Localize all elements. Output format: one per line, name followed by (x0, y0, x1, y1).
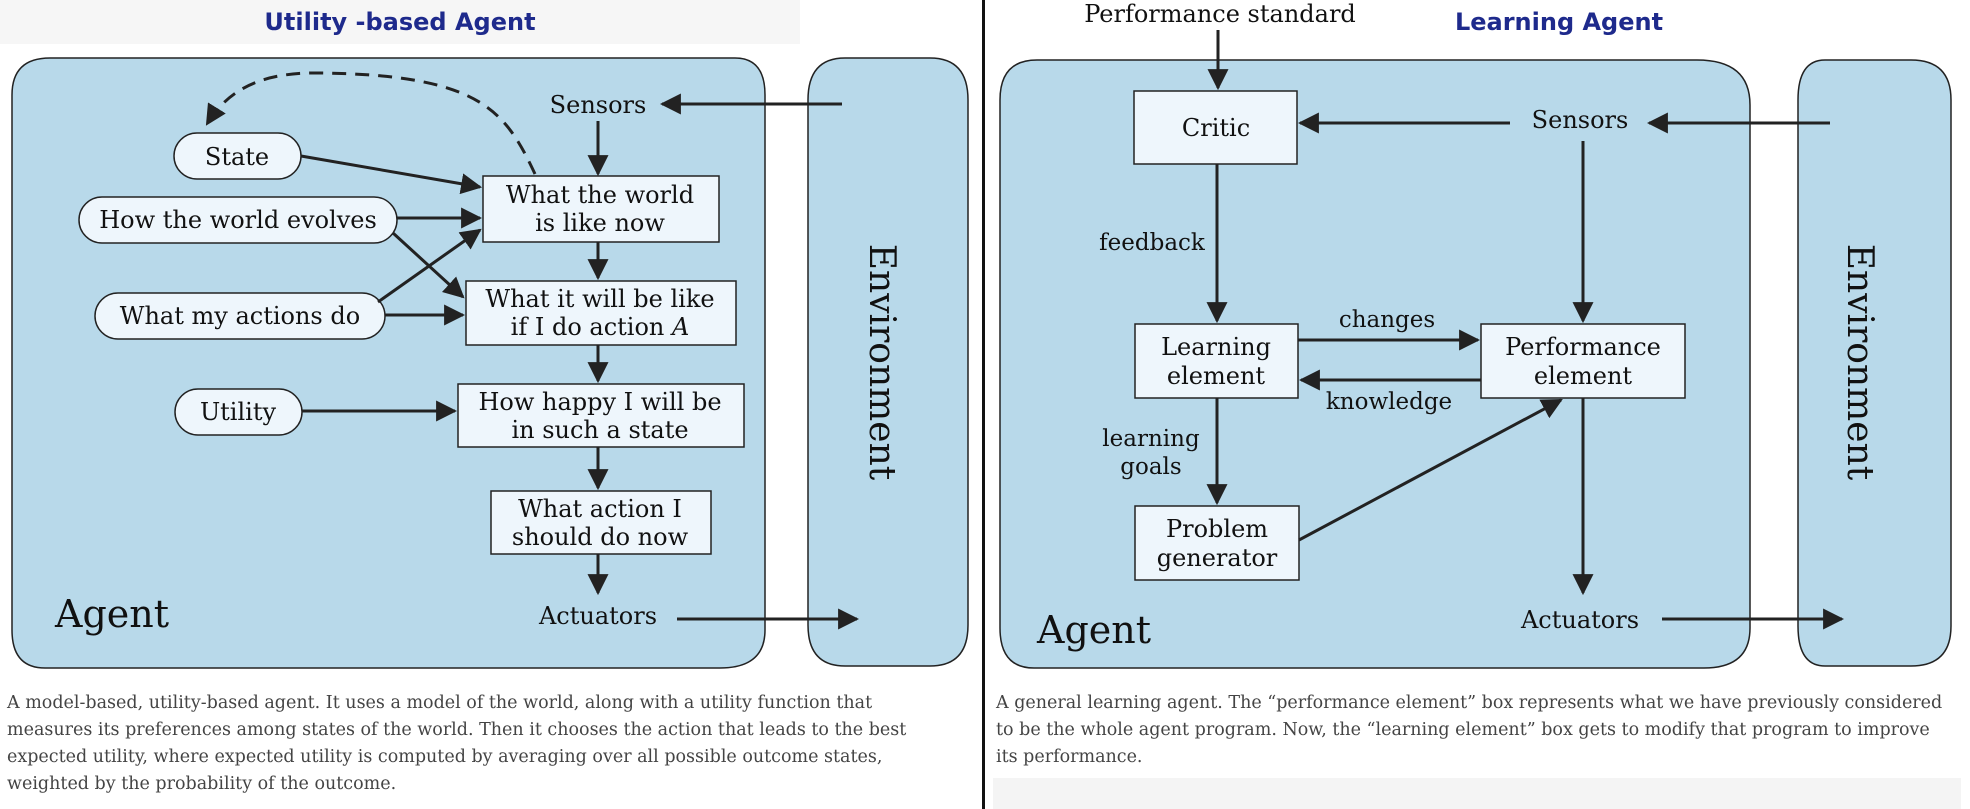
caption-footer-area (993, 778, 1961, 809)
performance-element-line1: Performance (1505, 333, 1661, 361)
learning-goals-line2: goals (1120, 454, 1181, 480)
changes-label: changes (1339, 307, 1435, 333)
action-line1: What action I (518, 495, 682, 523)
happy-line2: in such a state (511, 416, 688, 444)
utility-label: Utility (200, 398, 277, 426)
sensors-label: Sensors (550, 91, 647, 119)
performance-element-box (1480, 323, 1686, 399)
actions-to-world-arrow (377, 228, 482, 304)
agent-region (11, 57, 766, 669)
happy-box (457, 383, 745, 448)
panel-divider (982, 0, 985, 809)
state-to-world-arrow (300, 154, 483, 195)
will-be-line2: if I do action A (511, 313, 690, 341)
world-now-line1: What the world (506, 181, 694, 209)
problem-generator-line1: Problem (1166, 515, 1268, 543)
will-be-box (465, 280, 737, 346)
agent-label: Agent (54, 592, 169, 636)
actions-do-label: What my actions do (120, 302, 360, 330)
knowledge-label: knowledge (1326, 389, 1452, 415)
state-label: State (205, 143, 269, 171)
feedback-label: feedback (1099, 230, 1206, 256)
actuators-label: Actuators (538, 602, 657, 630)
environment-region (1797, 59, 1952, 667)
actuators-label: Actuators (1520, 606, 1639, 634)
world-evolves-label: How the world evolves (99, 206, 377, 234)
critic-label: Critic (1182, 114, 1250, 142)
environment-label: Environment (1839, 244, 1880, 481)
learning-goals-line1: learning (1102, 426, 1200, 452)
performance-standard-label: Performance standard (1084, 0, 1356, 28)
learning-element-box (1134, 323, 1299, 399)
performance-element-line2: element (1534, 362, 1633, 390)
critic-box (1133, 90, 1298, 165)
problem-generator-box (1134, 505, 1300, 581)
world-to-state-dashed-arrow (205, 71, 537, 175)
agent-label: Agent (1036, 608, 1151, 652)
learning-agent-diagram: Environment Agent Performance standard S… (999, 0, 1952, 669)
problem-to-performance-arrow (1298, 398, 1563, 542)
learning-element-line2: element (1167, 362, 1266, 390)
world-evolves-oval (78, 196, 398, 244)
action-line2: should do now (512, 523, 689, 551)
learning-agent-caption: A general learning agent. The “performan… (996, 693, 1943, 767)
sensors-label: Sensors (1532, 106, 1629, 134)
environment-label: Environment (861, 244, 902, 481)
will-be-line2-text: if I do action (511, 313, 672, 341)
action-box (490, 490, 712, 555)
problem-generator-line2: generator (1157, 544, 1278, 572)
will-be-line2-var: A (670, 313, 689, 341)
learning-element-line1: Learning (1161, 333, 1271, 361)
utility-agent-panel: Utility -based Agent Environment Agent S… (0, 0, 982, 809)
utility-agent-caption: A model-based, utility-based agent. It u… (7, 693, 907, 794)
happy-line1: How happy I will be (478, 388, 721, 416)
learning-agent-title: Learning Agent (1329, 0, 1789, 44)
world-now-line2: is like now (535, 209, 665, 237)
environment-region (807, 57, 969, 667)
learning-agent-panel: Learning Agent Environment Agent Perform… (989, 0, 1970, 809)
will-be-line1: What it will be like (485, 285, 714, 313)
utility-agent-diagram: Environment Agent Sensors Actuators Stat… (11, 57, 969, 669)
utility-agent-title: Utility -based Agent (0, 0, 800, 44)
